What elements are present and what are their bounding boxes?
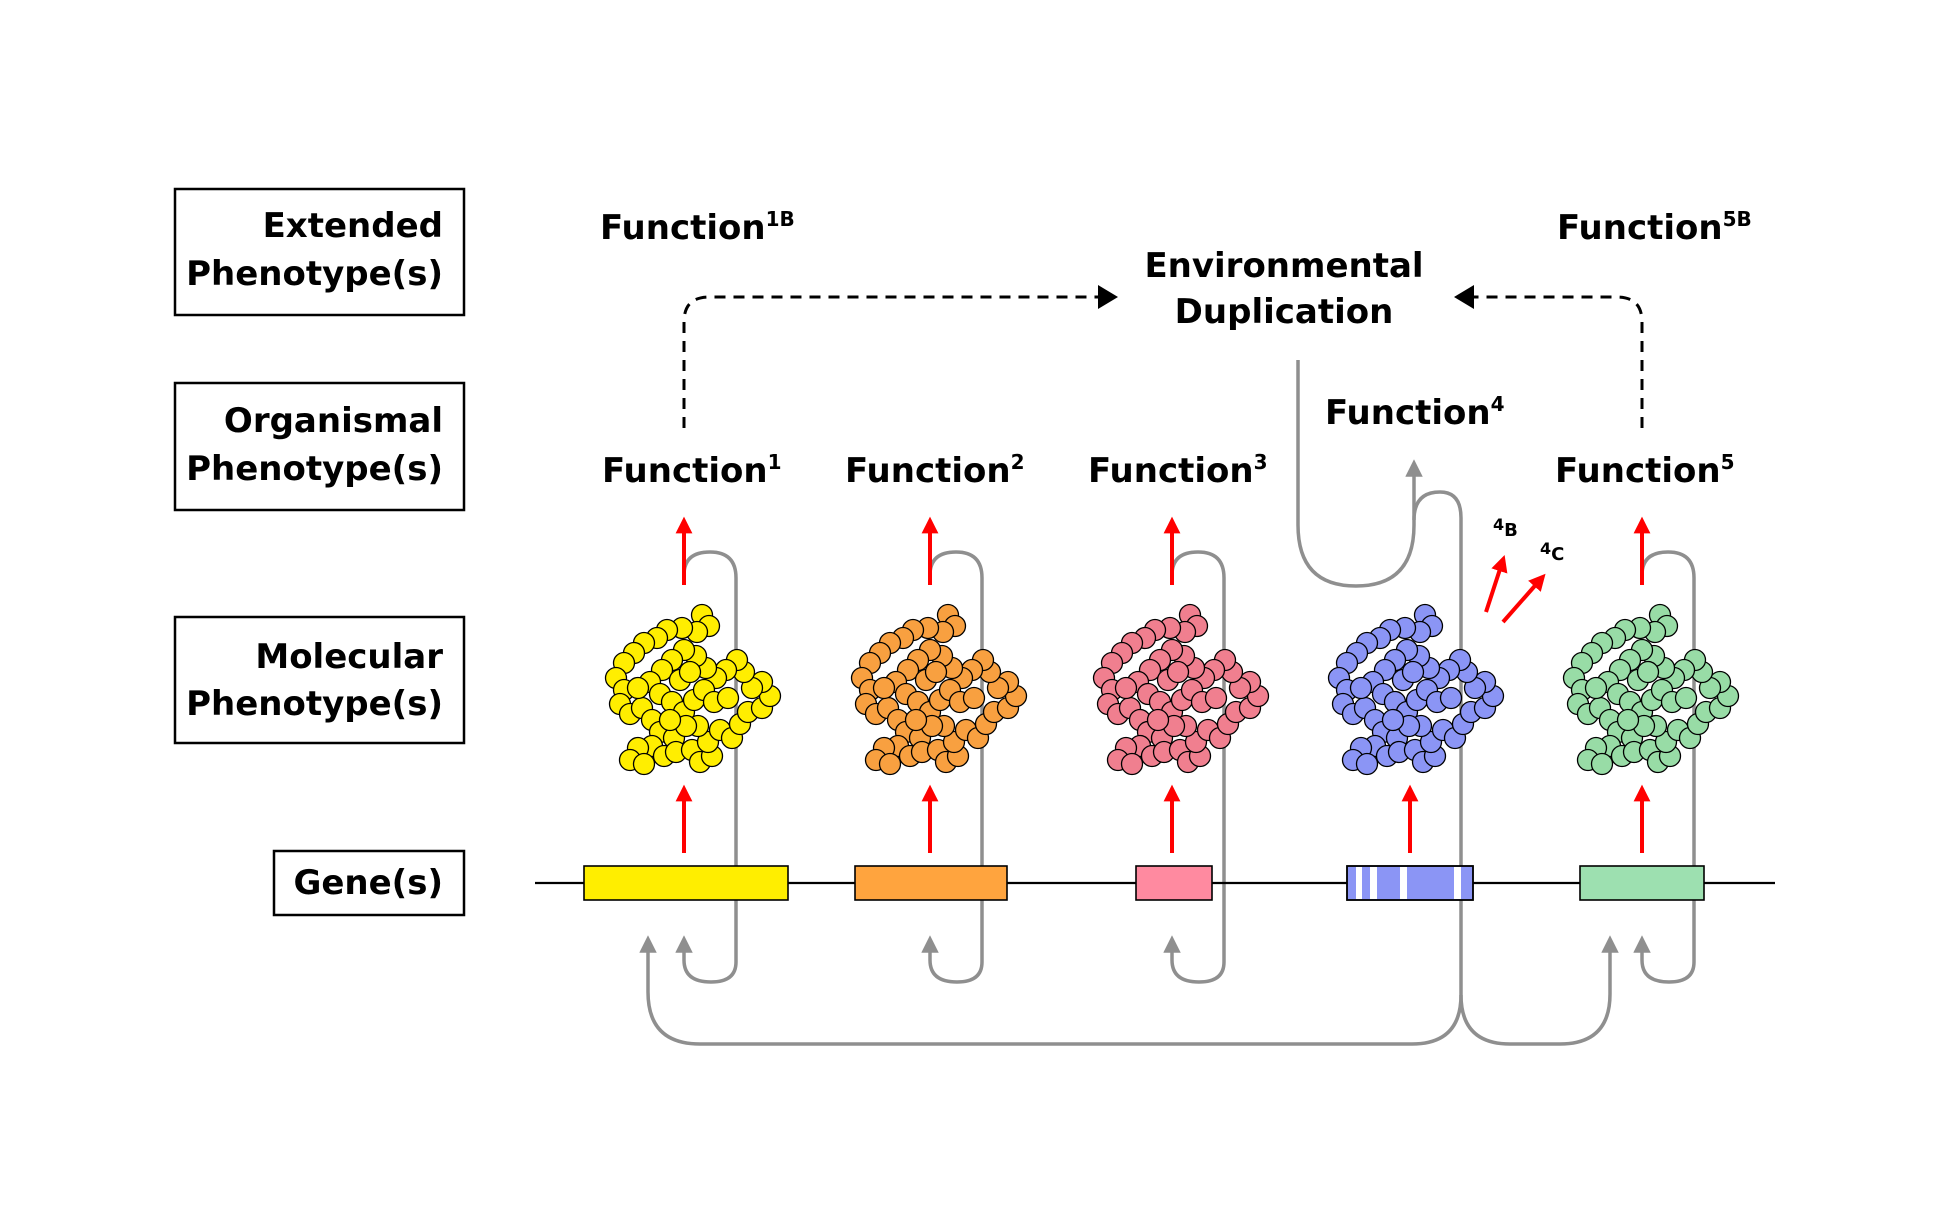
protein-cluster-icon: [850, 603, 1028, 776]
function-5-base: Function: [1555, 451, 1721, 491]
function-2-sup: 2: [1011, 450, 1025, 474]
protein-bead: [1120, 752, 1144, 776]
gene4-to-gene5-loop: [1459, 935, 1619, 1046]
level-extended-phenotype: Extended Phenotype(s): [173, 187, 466, 317]
level-extended-line1: Extended: [263, 206, 443, 246]
function-4-sup: 4: [1491, 392, 1505, 416]
function-3-sup: 3: [1254, 450, 1268, 474]
feedback-loop-icon: [1163, 550, 1226, 984]
level-organismal-line2: Phenotype(s): [186, 449, 443, 489]
level-genes: Gene(s): [272, 849, 466, 917]
gene-5: [1579, 865, 1705, 901]
protein-cluster-icon: [1092, 603, 1270, 776]
arrow-4c-icon: [1501, 573, 1546, 624]
protein-cluster-icon: [604, 603, 782, 776]
level-molecular-phenotype: Molecular Phenotype(s): [173, 615, 466, 745]
protein-bead: [1114, 676, 1138, 700]
protein-bead: [1439, 686, 1463, 710]
protein-bead: [626, 676, 650, 700]
protein-bead: [1146, 708, 1170, 732]
protein-bead: [678, 660, 702, 684]
function-3-label: Function3: [1088, 450, 1268, 491]
level-genes-label: Gene(s): [293, 863, 443, 903]
level-molecular-line1: Molecular: [255, 637, 443, 677]
arrow-4b-icon: [1484, 555, 1508, 613]
environmental-line2: Duplication: [1175, 292, 1394, 332]
gene-4: [1346, 865, 1474, 901]
dashed-arrowhead-right: [1098, 285, 1118, 309]
protein-bead: [1349, 676, 1373, 700]
gene-1: [583, 865, 789, 901]
gene-4-intron: [1400, 867, 1407, 899]
level-molecular-line2: Phenotype(s): [186, 684, 443, 724]
function-5b-base: Function: [1557, 208, 1723, 248]
function-4-label: Function4: [1325, 392, 1505, 433]
label-4c-num: 4: [1540, 539, 1551, 558]
function-5b-label: Function5B: [1557, 207, 1752, 248]
protein-bead: [1616, 708, 1640, 732]
protein-bead: [872, 676, 896, 700]
label-4b-letter: B: [1504, 520, 1518, 541]
dashed-arrowhead-left: [1454, 285, 1474, 309]
gene-2: [854, 865, 1008, 901]
feedback-loop-icon: [921, 550, 984, 984]
level-extended-line2: Phenotype(s): [186, 254, 443, 294]
dashed-arrow-icon: [682, 295, 1102, 428]
function-5-sup: 5: [1721, 450, 1735, 474]
label-4c-letter: C: [1551, 544, 1564, 565]
level-organismal-phenotype: Organismal Phenotype(s): [173, 381, 466, 512]
protein-bead: [924, 660, 948, 684]
protein-clusters: [604, 603, 1740, 776]
function-4-base: Function: [1325, 393, 1491, 433]
environmental-feedback-loop: [1296, 360, 1423, 588]
label-4b: 4B: [1493, 515, 1518, 541]
level-organismal-line1: Organismal: [224, 401, 443, 441]
environmental-line1: Environmental: [1144, 246, 1423, 286]
feedback-loop-icon: [1633, 550, 1696, 984]
feedback-loops: [639, 360, 1696, 1046]
function-5-label: Function5: [1555, 450, 1735, 491]
function-3-base: Function: [1088, 451, 1254, 491]
gene-4-intron: [1356, 867, 1362, 899]
function-1-base: Function: [602, 451, 768, 491]
protein-bead: [1381, 708, 1405, 732]
protein-bead: [1204, 686, 1228, 710]
label-4b-num: 4: [1493, 515, 1504, 534]
expression-arrows: [675, 516, 1651, 853]
function-2-label: Function2: [845, 450, 1025, 491]
protein-bead: [1166, 660, 1190, 684]
function-1b-base: Function: [600, 208, 766, 248]
function-1b-sup: 1B: [766, 207, 795, 231]
protein-bead: [1355, 752, 1379, 776]
feedback-loop-icon: [675, 550, 738, 984]
protein-bead: [658, 708, 682, 732]
protein-bead: [904, 708, 928, 732]
function-2-base: Function: [845, 451, 1011, 491]
protein-bead: [962, 686, 986, 710]
function-1-label: Function1: [602, 450, 782, 491]
gene-3: [1135, 865, 1213, 901]
protein-bead: [1636, 660, 1660, 684]
function-5b-sup: 5B: [1723, 207, 1752, 231]
protein-cluster-icon: [1562, 603, 1740, 776]
protein-bead: [878, 752, 902, 776]
protein-bead: [1401, 660, 1425, 684]
protein-bead: [1590, 752, 1614, 776]
function-1-sup: 1: [768, 450, 782, 474]
protein-bead: [632, 752, 656, 776]
gene-4-intron: [1370, 867, 1377, 899]
gene-4-outline: [1346, 865, 1474, 901]
protein-bead: [1584, 676, 1608, 700]
function-1b-label: Function1B: [600, 207, 795, 248]
protein-bead: [716, 686, 740, 710]
gene4-to-gene1-loop: [639, 935, 1463, 1046]
gene-4-intron: [1454, 867, 1461, 899]
protein-bead: [1674, 686, 1698, 710]
label-4c: 4C: [1540, 539, 1564, 565]
protein-cluster-icon: [1327, 603, 1505, 776]
gene4-feedback-trunk: [1412, 490, 1463, 995]
